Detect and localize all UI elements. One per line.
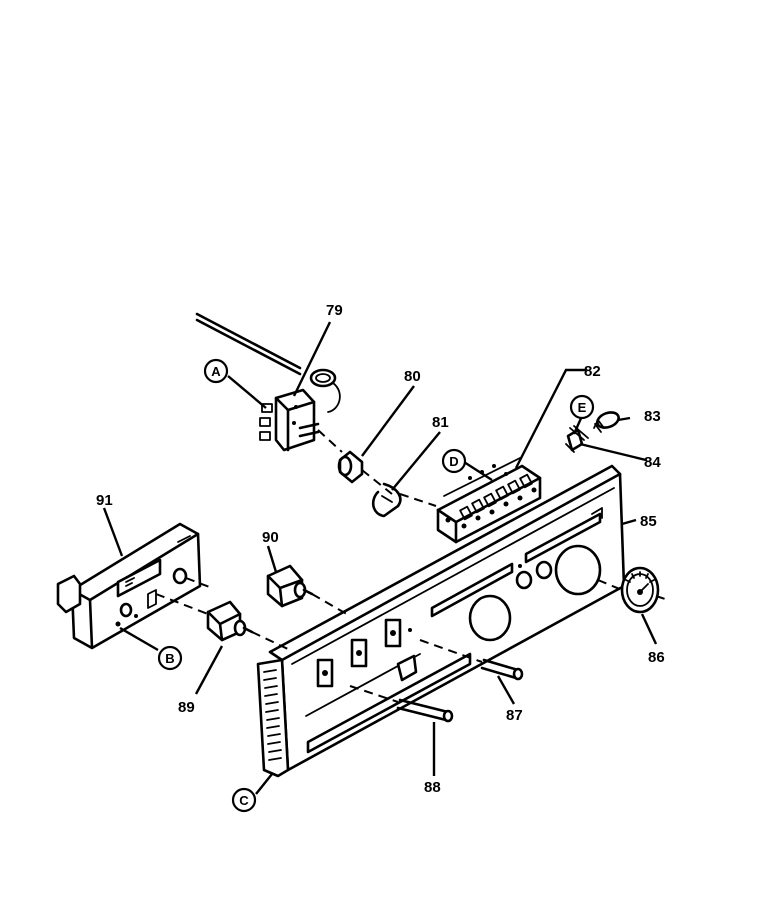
timer-dial-part-86 <box>620 566 660 614</box>
callout-C: C <box>231 787 257 813</box>
control-panel-part-85 <box>256 464 626 778</box>
label-part-87: 87 <box>506 707 523 724</box>
leader-lines <box>102 321 658 795</box>
callout-E: E <box>569 394 595 420</box>
label-part-84: 84 <box>644 454 661 471</box>
label-part-81: 81 <box>432 414 449 431</box>
switch-block-part-82 <box>436 457 542 544</box>
spacer-part-80 <box>337 450 364 484</box>
label-part-91: 91 <box>96 492 113 509</box>
clip-part-81 <box>371 482 402 518</box>
shaft-part-88 <box>349 685 454 723</box>
label-part-82: 82 <box>584 363 601 380</box>
shaft-part-87 <box>419 639 524 681</box>
lamp-bulb-part-83 <box>593 411 620 433</box>
switch-part-89 <box>206 600 254 642</box>
label-part-83: 83 <box>644 408 661 425</box>
callout-letter-a: A <box>211 364 221 379</box>
callout-letter-d: D <box>449 454 458 469</box>
callout-D: D <box>441 448 467 474</box>
label-part-88: 88 <box>424 779 441 796</box>
label-part-89: 89 <box>178 699 195 716</box>
label-part-90: 90 <box>262 529 279 546</box>
label-part-79: 79 <box>326 302 343 319</box>
label-part-85: 85 <box>640 513 657 530</box>
label-part-86: 86 <box>648 649 665 666</box>
callout-letter-b: B <box>165 651 174 666</box>
switch-part-90 <box>266 564 314 608</box>
label-part-80: 80 <box>404 368 421 385</box>
terminal-box-part-91 <box>56 522 202 650</box>
callout-B: B <box>157 645 183 671</box>
callout-letter-c: C <box>239 793 249 808</box>
callout-letter-e: E <box>578 400 587 415</box>
thermostat-part-79 <box>195 312 341 452</box>
callout-A: A <box>203 358 229 384</box>
